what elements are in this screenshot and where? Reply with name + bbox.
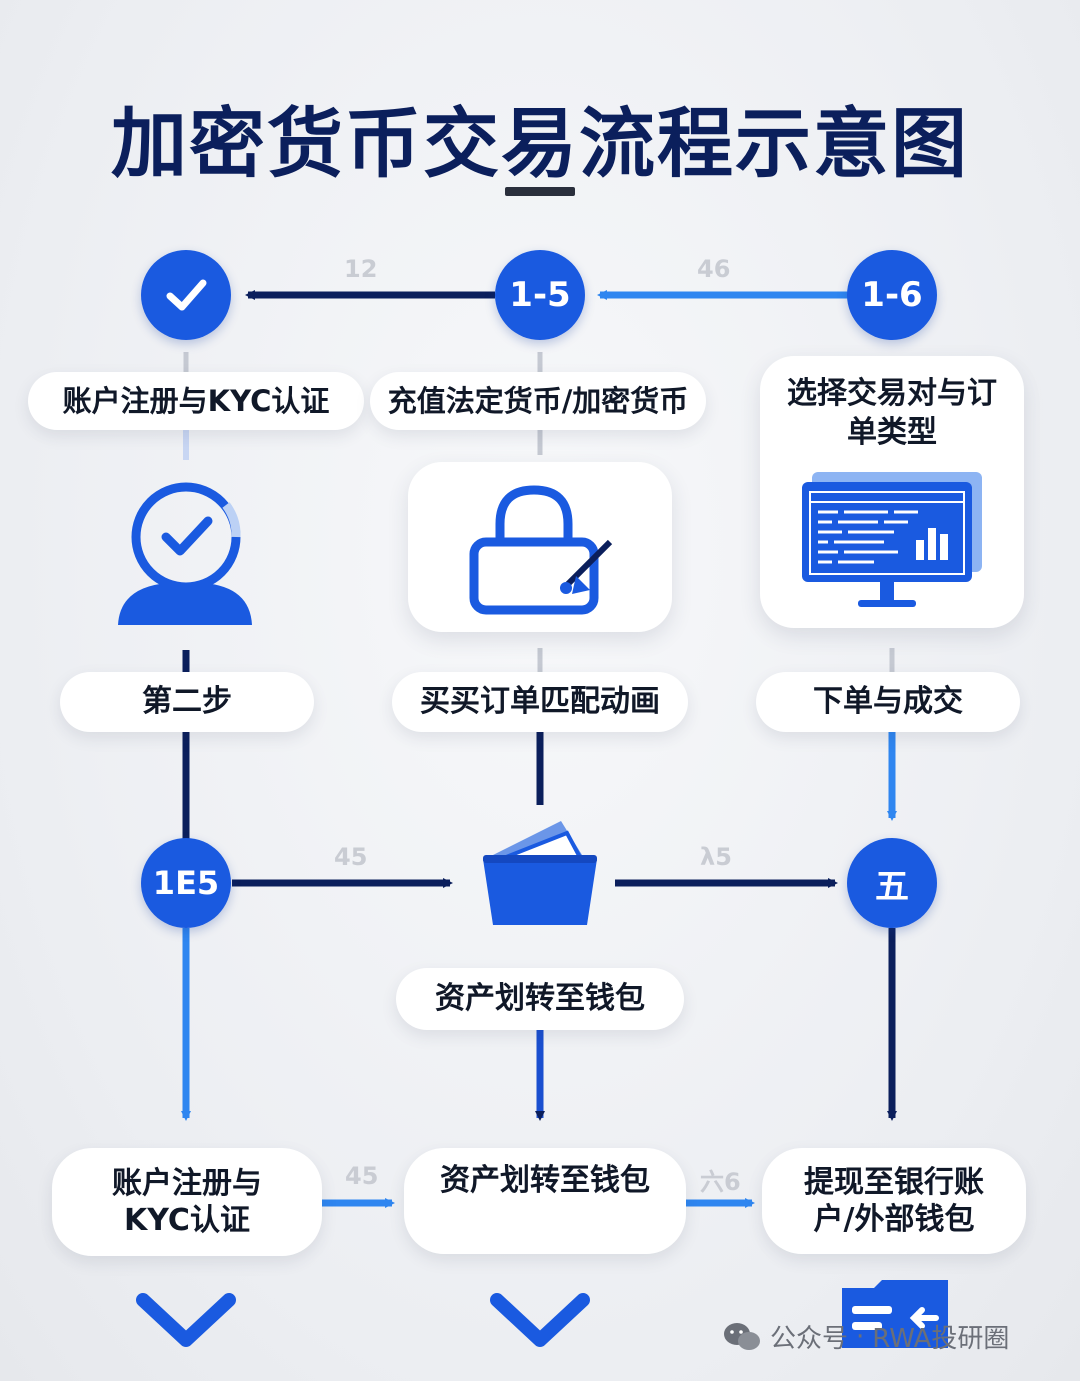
label-kyc: 账户注册与KYC认证 [28,372,364,430]
card-select-pair: 选择交易对与订单类型 [760,356,1024,628]
title-underline [505,187,575,196]
step-node-1e5: 1E5 [141,838,231,928]
card-lock [408,462,672,632]
chevron-down-icon [490,1293,590,1347]
lock-icon [469,485,613,615]
label-step-two: 第二步 [60,672,314,732]
watermark-name: RWA投研圈 [872,1324,1010,1354]
checkmark-icon [166,279,207,311]
wallet-icon [483,821,597,925]
card-bottom-kyc: 账户注册与KYC认证 [52,1148,322,1256]
watermark-separator: · [856,1321,865,1352]
faint-number: 46 [697,255,731,283]
step-complete-node [141,250,231,340]
wechat-icon [724,1322,760,1350]
faint-number: λ5 [700,843,732,871]
trading-screen-icon [802,472,982,607]
faint-number: 45 [334,843,368,871]
user-verified-icon [118,482,252,625]
label-matching: 买买订单匹配动画 [392,672,688,732]
withdraw-folder-icon [842,1280,948,1348]
label-place-order: 下单与成交 [756,672,1020,732]
watermark: 公众号 · RWA投研圈 [722,1318,1009,1355]
card-bottom-transfer: 资产划转至钱包 [404,1148,686,1254]
step-node-1-6: 1-6 [847,250,937,340]
watermark-prefix: 公众号 [770,1324,849,1354]
faint-number: 六6 [700,1168,741,1196]
faint-number: 12 [344,255,378,283]
chevron-down-icon [136,1293,236,1347]
card-bottom-withdraw: 提现至银行账户/外部钱包 [762,1148,1026,1254]
label-deposit: 充值法定货币/加密货币 [370,372,706,430]
label-transfer: 资产划转至钱包 [396,968,684,1030]
step-node-1-5: 1-5 [495,250,585,340]
step-node-five: 五 [847,838,937,928]
faint-number: 45 [345,1162,379,1190]
label-select-pair: 选择交易对与订单类型 [787,376,997,450]
page-title: 加密货币交易流程示意图 [111,99,969,188]
